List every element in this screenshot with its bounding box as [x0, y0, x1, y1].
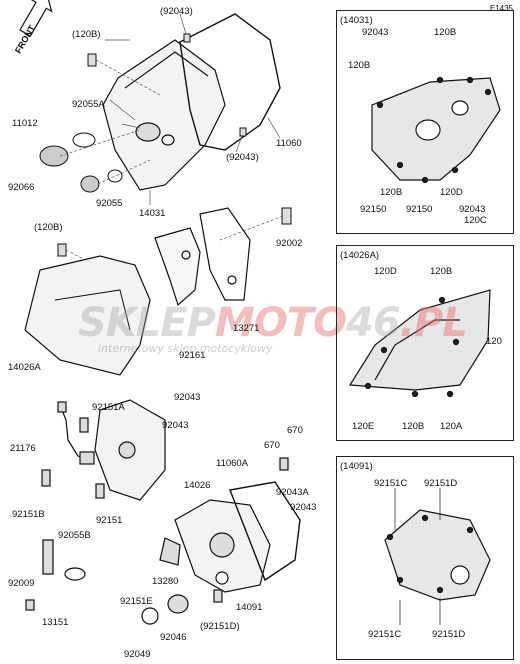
label-13280: 13280: [152, 576, 179, 587]
box3-label-3: 92151D: [432, 629, 466, 640]
bolts-upper: [57, 33, 292, 257]
box2-label-5: 120A: [440, 421, 463, 432]
label-21176: 21176: [10, 443, 36, 454]
label-92161: 92161: [179, 350, 206, 361]
label-14031: 14031: [139, 208, 166, 219]
label-92043a: 92043A: [276, 487, 309, 498]
detail-box-14026a: [336, 245, 514, 441]
label-92043-top: (92043): [160, 6, 193, 17]
box3-label-0: 92151C: [374, 478, 408, 489]
label-92151e: 92151E: [120, 596, 153, 607]
detail-box-14031: [336, 10, 514, 234]
bracket-13271: [154, 207, 251, 307]
box2-title: (14026A): [340, 250, 380, 261]
box3-title: (14091): [340, 461, 373, 472]
box2-label-3: 120E: [352, 421, 375, 432]
box1-title: (14031): [340, 15, 373, 26]
box1-label-5: 92150: [406, 204, 433, 215]
label-14026: 14026: [184, 480, 211, 491]
diagram-code: E1435: [489, 4, 513, 13]
box1-label-7: 92043: [459, 204, 486, 215]
box1-label-0: 92043: [362, 27, 389, 38]
label-120b-a: (120B): [72, 29, 101, 40]
label-92055a: 92055A: [72, 99, 105, 110]
label-120b-b: (120B): [34, 222, 63, 233]
label-92151a: 92151A: [92, 402, 125, 413]
box1-label-3: 120B: [380, 187, 403, 198]
box1-label-2: 120B: [348, 60, 371, 71]
cover-14091: [25, 457, 301, 625]
label-11060a: 11060A: [216, 458, 249, 469]
gasket-11060: [179, 13, 281, 151]
label-14026a: 14026A: [8, 362, 41, 373]
label-92043-mid: (92043): [226, 152, 259, 163]
front-arrow-icon: [19, 0, 53, 37]
box1-label-6: 120D: [440, 187, 463, 198]
cover-14031: [102, 39, 226, 191]
box2-label-1: 120B: [430, 266, 453, 277]
box2-label-4: 120B: [402, 421, 425, 432]
label-92049: 92049: [124, 649, 151, 660]
label-92151d-paren: (92151D): [200, 621, 240, 632]
detail-box-14091: [336, 456, 514, 660]
label-11012: 11012: [12, 118, 38, 129]
watermark-tagline: internetowy sklep motocyklowy: [98, 342, 273, 355]
label-13271: 13271: [233, 323, 260, 334]
plug-11012: [39, 132, 123, 193]
label-92046: 92046: [160, 632, 187, 643]
box1-label-1: 120B: [434, 27, 457, 38]
box1-cover-drawing: [371, 76, 501, 184]
label-92043-e: 92043: [290, 502, 317, 513]
label-92151: 92151: [96, 515, 123, 526]
sensor-21176: [41, 401, 105, 499]
label-92043-c: 92043: [174, 392, 201, 403]
box2-label-0: 120D: [374, 266, 397, 277]
box1-label-4: 92150: [360, 204, 387, 215]
box1-label-8: 120C: [464, 215, 487, 226]
box3-label-2: 92151C: [368, 629, 402, 640]
label-92066: 92066: [8, 182, 35, 193]
label-14091: 14091: [236, 602, 263, 613]
box3-cover-drawing: [384, 488, 491, 625]
label-92055: 92055: [96, 198, 123, 209]
label-13151: 13151: [42, 617, 69, 628]
label-670-a: 670: [264, 440, 280, 451]
cover-14026a: [24, 255, 151, 376]
leader-lines: [59, 13, 284, 266]
label-92151b: 92151B: [12, 509, 45, 520]
watermark-logo: SKLEPMOTO46.PL: [78, 300, 468, 346]
box2-label-2: 120: [486, 336, 502, 347]
label-670-b: 670: [287, 425, 303, 436]
box2-cover-drawing: [348, 289, 491, 398]
label-92009: 92009: [8, 578, 35, 589]
label-92002: 92002: [276, 238, 303, 249]
label-92043-d: 92043: [162, 420, 189, 431]
label-92055b: 92055B: [58, 530, 91, 541]
cover-14026: [94, 399, 166, 501]
label-11060: 11060: [276, 138, 302, 149]
box3-label-1: 92151D: [424, 478, 458, 489]
